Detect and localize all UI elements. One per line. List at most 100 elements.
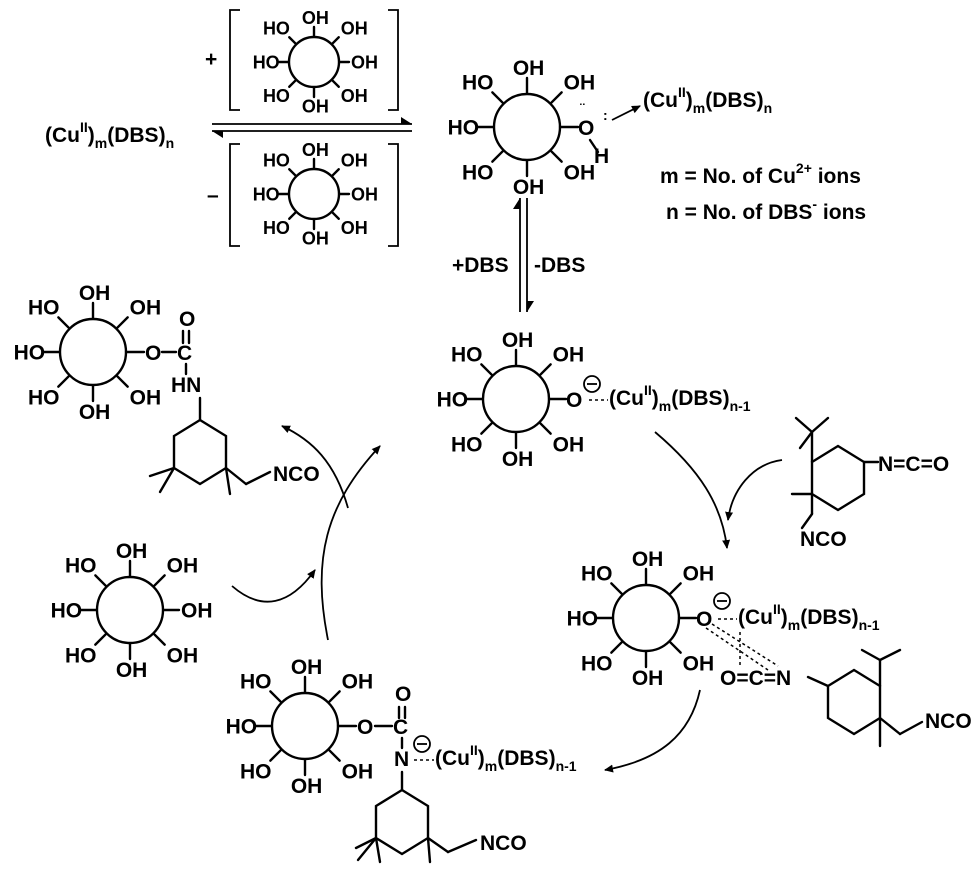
hydroxyl-bond: [330, 78, 340, 88]
hydroxyl-label: OH: [502, 448, 534, 471]
hydroxyl-label: HO: [65, 644, 97, 667]
svg-text:n = No. of DBS- ions: n = No. of DBS- ions: [666, 196, 866, 224]
hydroxyl-bond: [668, 582, 682, 596]
svg-text:O: O: [578, 117, 594, 140]
hydroxyl-label: OH: [564, 161, 596, 184]
svg-text:NCO: NCO: [800, 528, 847, 551]
hydroxyl-bond: [269, 690, 283, 704]
svg-text:¨: ¨: [580, 100, 585, 116]
svg-text:NCO: NCO: [273, 463, 320, 486]
svg-text:(CuII)m(DBS)n-1: (CuII)m(DBS)n-1: [609, 382, 751, 414]
hydroxyl-label: OH: [116, 540, 148, 563]
hydroxyl-label: HO: [240, 760, 272, 783]
hydroxyl-label: OH: [167, 554, 199, 577]
hydroxyl-label: OH: [341, 150, 368, 170]
hydroxyl-label: HO: [263, 86, 290, 106]
svg-text:+: +: [205, 48, 217, 71]
hydroxyl-label: OH: [632, 548, 664, 571]
svg-text:–: –: [207, 184, 219, 207]
hydroxyl-bond: [57, 374, 71, 388]
hydroxyl-label: OH: [291, 656, 323, 679]
svg-text:C: C: [393, 716, 408, 739]
ring: [287, 35, 341, 89]
ring: [95, 575, 165, 645]
ring: [492, 92, 562, 162]
ring: [481, 364, 551, 434]
hydroxyl-bond: [330, 168, 340, 178]
hydroxyl-bond: [288, 168, 298, 178]
hydroxyl-bond: [538, 363, 552, 377]
hydroxyl-label: OH: [351, 52, 378, 72]
ring: [611, 583, 681, 653]
hydroxyl-label: OH: [341, 218, 368, 238]
hydroxyl-bond: [94, 632, 108, 646]
alkoxide-complex: O (CuII)m(DBS)n-1: [547, 375, 751, 414]
equilibrium-arrows-horizontal: [212, 117, 412, 138]
arrow-alkoxide-to-adduct: [654, 431, 783, 549]
svg-text:(CuII)m(DBS)n: (CuII)m(DBS)n: [643, 84, 772, 116]
hydroxyl-label: HO: [462, 71, 494, 94]
hydroxyl-label: HO: [451, 433, 483, 456]
hydroxyl-label: HO: [226, 716, 258, 739]
removed-sugar-bracket: –: [207, 143, 399, 247]
svg-text:O: O: [696, 608, 712, 631]
hydroxyl-label: HO: [253, 184, 280, 204]
ring: [287, 167, 341, 221]
sugar-small-bottom: OH OH OH OH OH HO HO HO: [253, 140, 378, 248]
hydroxyl-bond: [57, 316, 71, 330]
hydroxyl-label: HO: [448, 117, 480, 140]
hydroxyl-label: HO: [581, 652, 613, 675]
hydroxyl-label: OH: [130, 296, 162, 319]
hydroxyl-label: OH: [683, 562, 715, 585]
svg-text:N: N: [394, 748, 409, 771]
hydroxyl-label: HO: [462, 161, 494, 184]
hydroxyl-label: OH: [553, 343, 585, 366]
hydroxyl-label: OH: [302, 140, 329, 160]
hydroxyl-label: OH: [79, 282, 111, 305]
hydroxyl-label: OH: [291, 775, 323, 798]
hydroxyl-bond: [610, 640, 624, 654]
hydroxyl-label: OH: [302, 228, 329, 248]
transition-complex: O (CuII)m(DBS)n-1 O=C=N NCO: [677, 592, 972, 748]
hydroxyl-label: OH: [341, 86, 368, 106]
hydroxyl-label: HO: [240, 670, 272, 693]
svg-text:O: O: [357, 716, 373, 739]
hydroxyl-label: OH: [513, 176, 545, 199]
hydroxyl-bond: [491, 91, 505, 105]
svg-text:(CuII)m(DBS)n: (CuII)m(DBS)n: [45, 119, 174, 151]
ipdi-monomer: N=C=O NCO: [790, 416, 949, 551]
urethane-product: O C O HN NCO: [124, 308, 320, 496]
svg-text:(CuII)m(DBS)n-1: (CuII)m(DBS)n-1: [435, 742, 577, 774]
equilibrium-arrows-vertical: +DBS -DBS: [452, 198, 585, 312]
hydroxyl-bond: [152, 632, 166, 646]
hydroxyl-bond: [288, 78, 298, 88]
hydroxyl-label: OH: [553, 433, 585, 456]
hydroxyl-bond: [94, 574, 108, 588]
hydroxyl-label: OH: [130, 386, 162, 409]
added-sugar-bracket: +: [205, 9, 399, 111]
hydroxyl-bond: [269, 748, 283, 762]
hydroxyl-bond: [288, 36, 298, 46]
svg-text:O: O: [179, 308, 195, 331]
hydroxyl-bond: [288, 210, 298, 220]
hydroxyl-label: OH: [167, 644, 199, 667]
hydroxyl-label: OH: [683, 652, 715, 675]
svg-text:C: C: [177, 342, 192, 365]
hydroxyl-label: HO: [263, 218, 290, 238]
copper-dbs-complex-label: (CuII)m(DBS)n: [45, 119, 174, 151]
svg-text:NCO: NCO: [925, 710, 972, 733]
ring: [58, 317, 128, 387]
hydroxyl-label: HO: [263, 18, 290, 38]
hydroxyl-label: HO: [263, 150, 290, 170]
hydroxyl-label: OH: [302, 96, 329, 116]
hydroxyl-bond: [480, 421, 494, 435]
hydroxyl-label: HO: [451, 343, 483, 366]
hydroxyl-coordination: O ¨ : H (CuII)m(DBS)n: [558, 84, 772, 168]
hydroxyl-label: HO: [581, 562, 613, 585]
hydroxyl-label: OH: [351, 184, 378, 204]
